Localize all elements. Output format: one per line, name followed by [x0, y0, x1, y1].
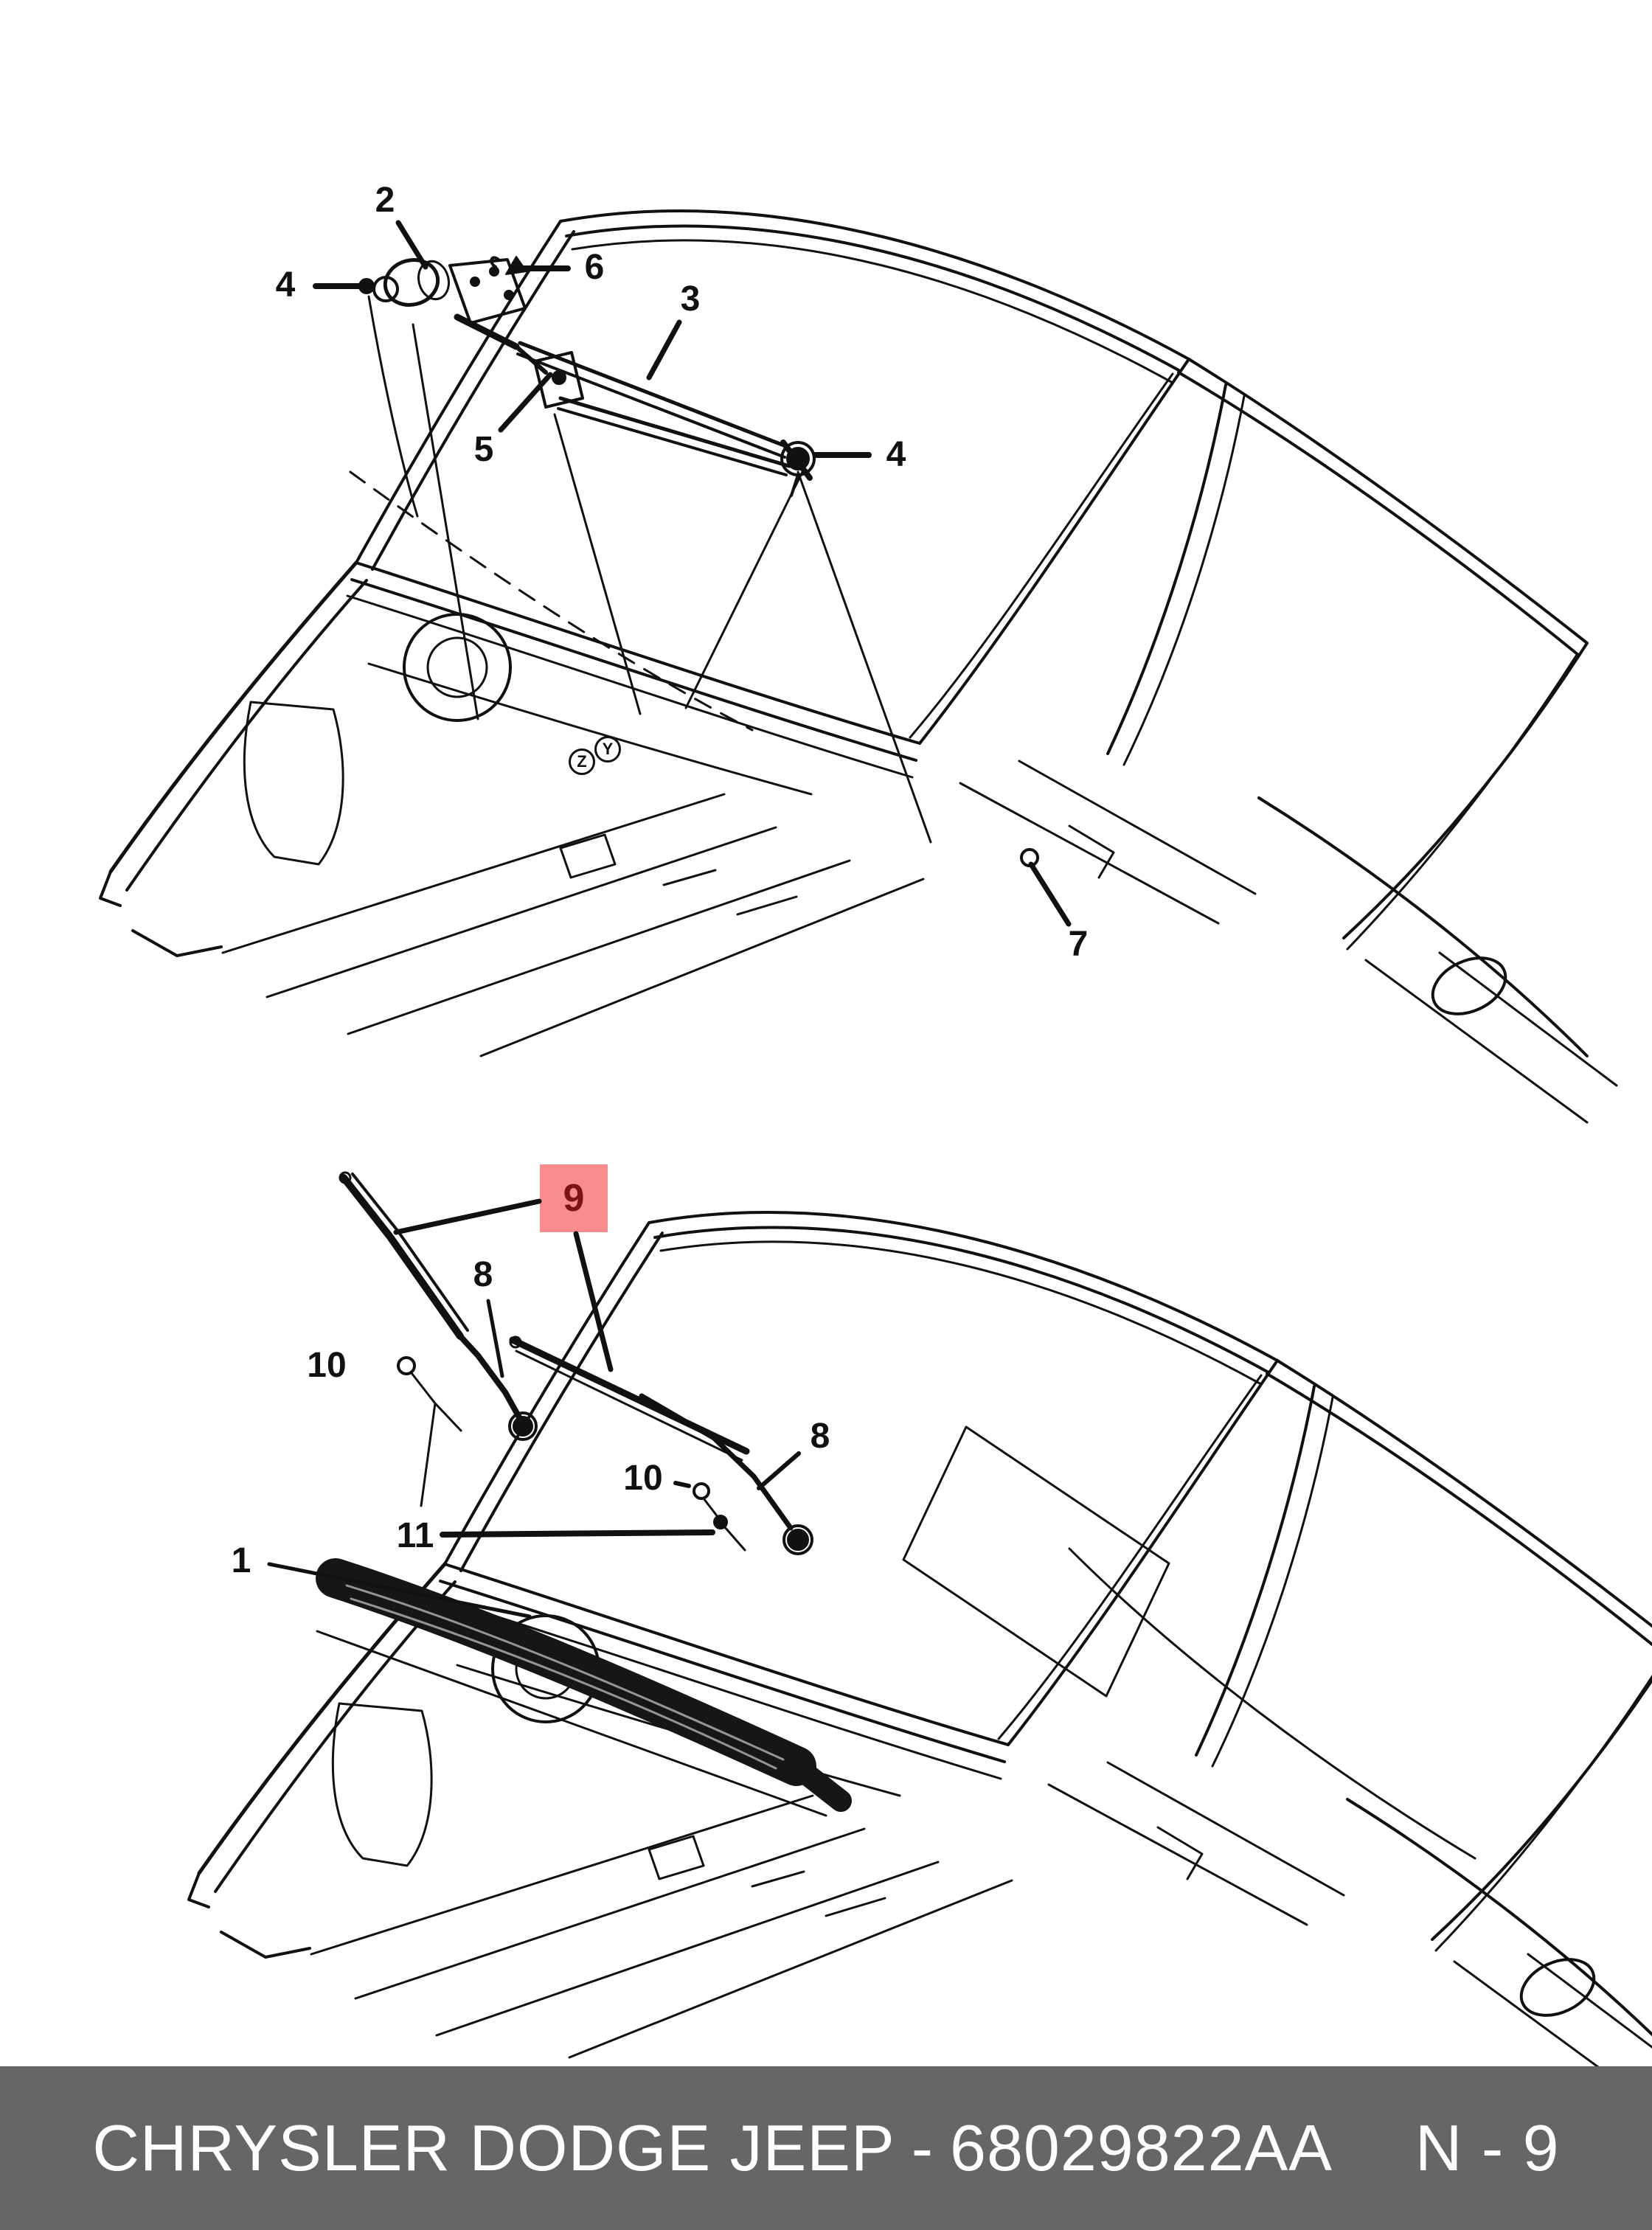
diagram-top-motor-linkage — [100, 211, 1617, 1122]
callout-5[interactable]: 5 — [473, 430, 494, 469]
footer-text: CHRYSLER DODGE JEEP - 68029822AA N - 9 — [92, 2111, 1559, 2186]
footer-part-number: 68029822AA — [950, 2111, 1333, 2184]
callout-7[interactable]: 7 — [1068, 925, 1089, 964]
callout-3[interactable]: 3 — [680, 279, 701, 319]
callout-10-right[interactable]: 10 — [623, 1459, 663, 1498]
footer-bar: CHRYSLER DODGE JEEP - 68029822AA N - 9 — [0, 2066, 1652, 2230]
footer-separator: - — [911, 2111, 934, 2184]
callout-4-right[interactable]: 4 — [886, 435, 906, 474]
callout-8-left[interactable]: 8 — [473, 1255, 493, 1294]
callout-9-highlight[interactable]: 9 — [540, 1164, 608, 1232]
datum-marker-y: Y — [594, 736, 621, 763]
diagram-bottom-arms-blades — [189, 1171, 1652, 2124]
datum-marker-z: Z — [569, 748, 595, 775]
footer-brand: CHRYSLER DODGE JEEP — [92, 2111, 895, 2184]
callout-2[interactable]: 2 — [375, 181, 395, 220]
callout-11[interactable]: 11 — [396, 1516, 434, 1555]
callout-1[interactable]: 1 — [231, 1541, 251, 1580]
callout-4-left[interactable]: 4 — [275, 265, 296, 305]
footer-page-ref: N - 9 — [1415, 2111, 1560, 2184]
callout-10-left[interactable]: 10 — [307, 1346, 347, 1385]
callout-8-right[interactable]: 8 — [810, 1417, 830, 1456]
callout-9: 9 — [563, 1177, 585, 1220]
callout-6[interactable]: 6 — [584, 248, 605, 287]
